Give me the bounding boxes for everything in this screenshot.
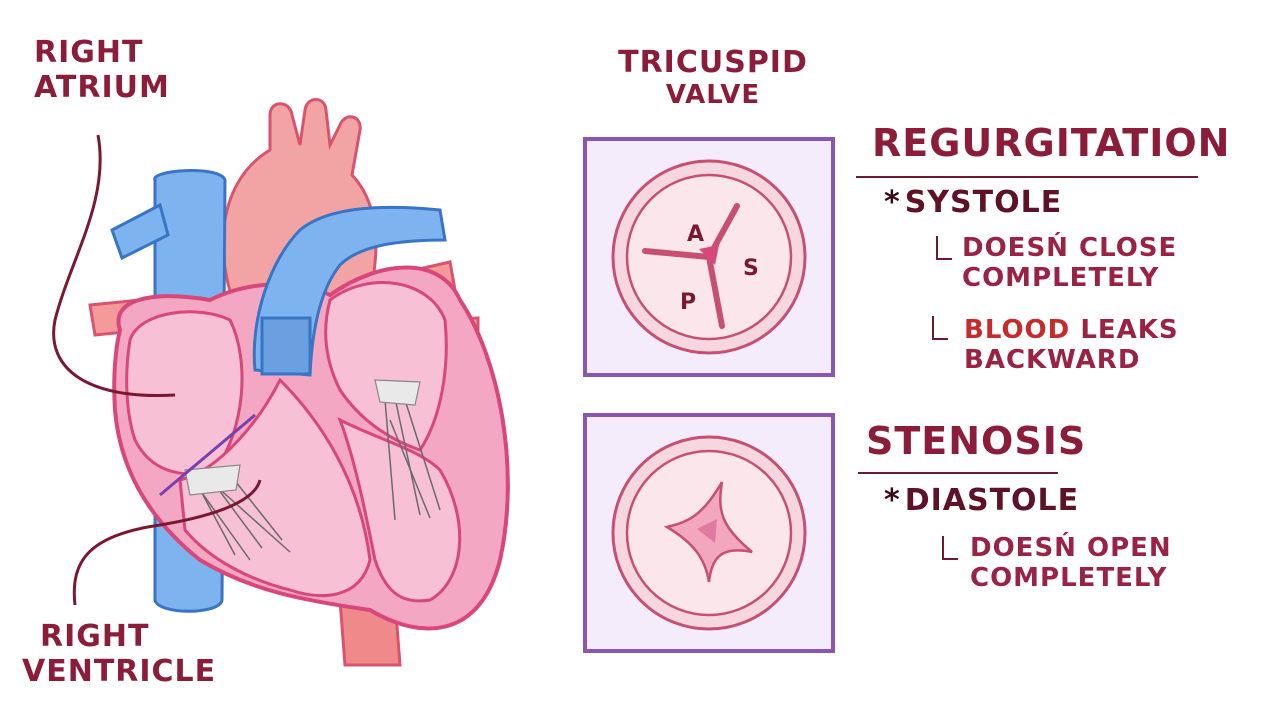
systole-bullet: *SYSTOLE [884,185,1063,221]
leaks-text: LEAKS [1080,315,1179,345]
diastole-text: DIASTOLE [904,483,1080,518]
right-ventricle-label: RIGHT VENTRICLE [22,619,217,689]
regurgitation-point-1-line2: COMPLETELY [962,262,1160,293]
bracket-icon [936,236,952,260]
right-ventricle-label-line1: RIGHT [40,619,150,654]
right-atrium-chamber [125,310,244,476]
right-ventricle-label-line2: VENTRICLE [22,653,217,689]
blood-highlight-text: BLOOD [964,315,1071,345]
tricuspid-valve-label-line1: TRICUSPID [618,45,808,80]
asterisk-icon: * [884,185,901,220]
regurgitation-underline [856,176,1198,178]
bracket-icon [932,316,948,340]
stenosis-title: STENOSIS [866,419,1087,463]
papillary-muscles [184,379,421,496]
bracket-icon [942,536,958,560]
regurgitation-point-1-line1: DOESŃ CLOSE [962,233,1178,263]
left-atrium-chamber [324,281,448,452]
asterisk-icon: * [884,483,901,518]
right-atrium-label-line1: RIGHT [34,35,144,70]
diastole-bullet: *DIASTOLE [884,483,1080,519]
right-atrium-label-line2: ATRIUM [34,69,170,105]
backward-text: BACKWARD [964,344,1141,375]
valve-closed-illustration: A S P [611,159,807,355]
stenosis-point-1: DOESŃ OPEN COMPLETELY [970,533,1172,594]
regurgitation-point-2: BLOOD LEAKS BACKWARD [964,315,1179,376]
leaflet-s-label: S [743,256,759,281]
heart-illustration [52,98,510,667]
tricuspid-valve-marker [159,413,256,497]
stenosis-underline [858,472,1058,474]
left-ventricle-chamber [337,416,462,603]
valve-box-regurgitation: A S P [583,137,835,377]
right-ventricle-leader [72,479,262,606]
leaflet-a-label: A [687,222,704,247]
right-atrium-label: RIGHT ATRIUM [34,35,170,105]
tricuspid-valve-label-line2: VALVE [665,79,761,110]
tricuspid-valve-label: TRICUSPID VALVE [618,45,808,110]
systole-text: SYSTOLE [904,185,1063,220]
leaflet-p-label: P [680,290,696,315]
valve-box-stenosis [583,413,835,653]
stenosis-point-1-line1: DOESŃ OPEN [970,533,1172,563]
chordae-tendineae [194,397,441,561]
stenosis-point-1-line2: COMPLETELY [970,562,1168,593]
pulmonary-trunk [260,316,312,376]
regurgitation-point-1: DOESŃ CLOSE COMPLETELY [962,233,1178,294]
regurgitation-title: REGURGITATION [872,121,1231,165]
vein-branch [110,202,170,261]
valve-stenotic-illustration [611,435,807,631]
right-atrium-leader [52,134,176,398]
